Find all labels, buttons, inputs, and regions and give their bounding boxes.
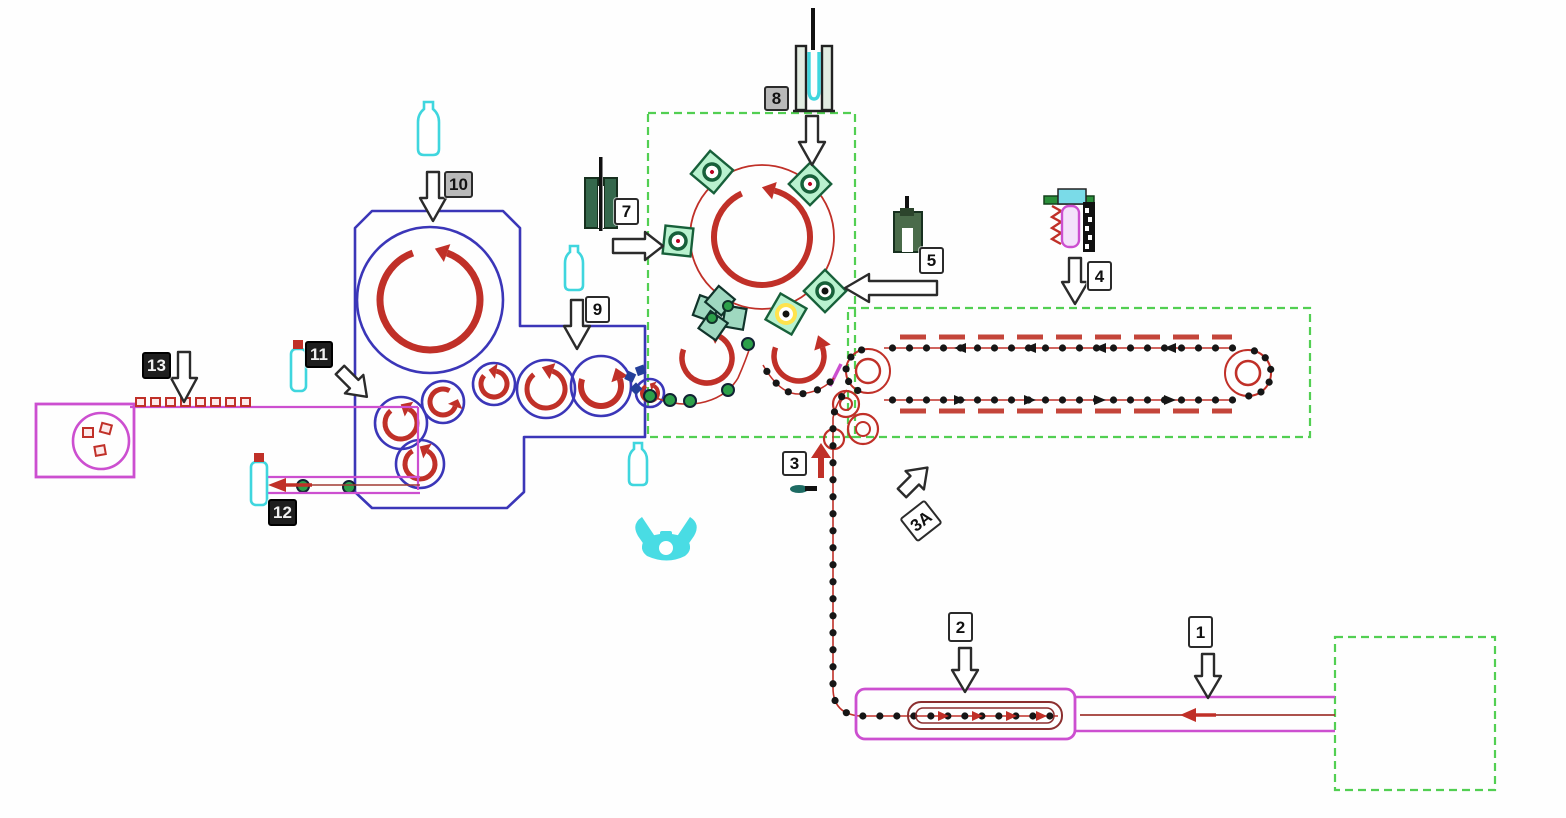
filler-stations <box>661 149 848 342</box>
starwheel-rotor <box>578 367 629 409</box>
starwheel-rotor <box>382 401 420 442</box>
filler-turret-arrow <box>711 181 813 288</box>
arrow-13-down <box>169 350 199 404</box>
infeed-conveyor <box>854 687 1335 741</box>
arrow-7-right <box>611 230 665 262</box>
labelling-head-icon <box>1043 188 1095 252</box>
accumulation-zone-outline <box>1333 635 1497 792</box>
station-label-11: 11 <box>305 341 333 368</box>
capping-head-icon <box>893 196 923 253</box>
rinser-machine-outline <box>353 209 647 510</box>
arrow-3a-diagonal <box>896 466 929 499</box>
capped-vial-icon <box>249 340 308 507</box>
arrow-10-down <box>418 170 448 223</box>
flow-arrows <box>169 114 1223 700</box>
arrow-2-down <box>950 646 980 694</box>
infeed-junction <box>762 364 1058 720</box>
station-label-3: 3 <box>782 451 807 476</box>
station-label-9: 9 <box>585 296 610 323</box>
station-label-7: 7 <box>614 198 639 225</box>
arrow-9-down <box>562 298 592 351</box>
flow-direction-arrow <box>1180 708 1196 722</box>
filler-small-turret <box>679 328 735 386</box>
station-label-5: 5 <box>919 247 944 274</box>
arrow-11-diagonal <box>334 364 369 399</box>
rinse-nozzle-icon <box>584 157 618 231</box>
filling-nozzle-icon <box>793 8 835 113</box>
station-label-8: 8 <box>764 86 789 111</box>
arrow-1-down <box>1193 652 1223 700</box>
main-rotary-turret-arrow <box>376 244 484 354</box>
starwheel-rotor <box>478 363 510 400</box>
station-label-12: 12 <box>268 499 297 526</box>
carrier-pucks <box>296 337 755 494</box>
bottle-icon <box>416 100 649 487</box>
station-label-13: 13 <box>142 352 171 379</box>
starwheel-rotor <box>402 443 438 482</box>
discharge-conveyor-zone-outline <box>846 306 1312 439</box>
arrow-4-down <box>1060 256 1090 306</box>
filling-zone-outline <box>646 111 857 439</box>
station-label-10: 10 <box>444 171 473 198</box>
capper-head-cluster <box>691 284 748 342</box>
station-label-2: 2 <box>948 612 973 642</box>
starwheel-rotor <box>427 386 463 418</box>
discharge-conveyor <box>828 334 1275 414</box>
bottle-gripper-icon <box>635 517 697 561</box>
station-label-1: 1 <box>1188 616 1213 648</box>
transfer-starwheels <box>373 354 666 490</box>
filler-small-turret <box>771 335 831 384</box>
takeout-track <box>268 475 420 495</box>
takeout-direction-arrow <box>268 478 286 492</box>
station-label-4: 4 <box>1087 261 1112 291</box>
reject-sensor-icon <box>790 485 817 493</box>
starwheel-rotor <box>524 363 568 411</box>
arrow-3-up <box>811 443 831 478</box>
arrow-5-left <box>843 272 939 304</box>
main-rotary-turret-ring <box>355 225 505 375</box>
arrow-8-down <box>797 114 827 167</box>
cap-unscrambler <box>34 402 136 479</box>
